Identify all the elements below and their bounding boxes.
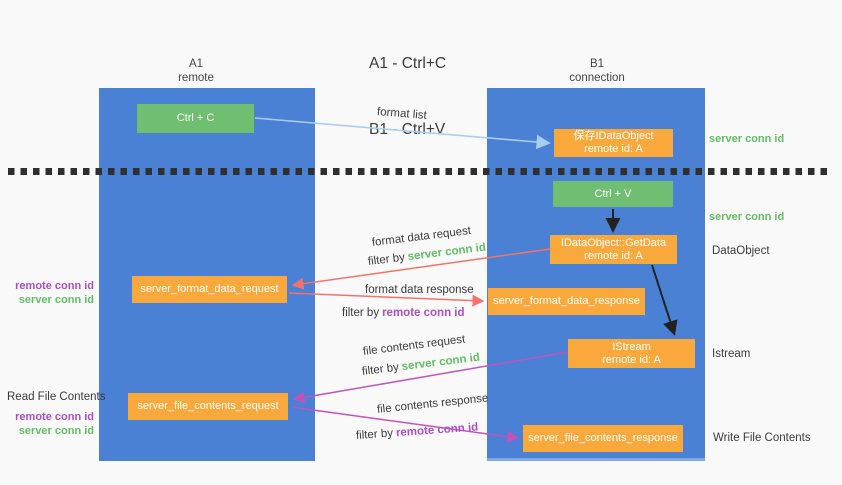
left-remote-conn-id-2: remote conn id <box>15 411 94 423</box>
node-istream-line2: remote id: A <box>602 353 661 366</box>
node-server-file-contents-request: server_file_contents_request <box>128 393 288 420</box>
node-server-format-data-request-label: server_format_data_request <box>140 283 279 295</box>
diagram-title: A1 - Ctrl+C B1 - Ctrl+V <box>369 9 446 185</box>
node-idataobject-getdata: IDataObject::GetData remote id: A <box>550 235 677 264</box>
node-istream: IStream remote id: A <box>568 339 695 368</box>
left-label-group-format: remote conn id server conn id <box>8 279 94 307</box>
server-conn-id-text-2: server conn id <box>401 351 481 374</box>
remote-conn-id-text-1: remote conn id <box>382 307 465 319</box>
right-label-server-conn-id-top: server conn id <box>709 133 785 145</box>
node-ctrl-v-label: Ctrl + V <box>594 187 632 200</box>
column-a1-id: A1 <box>188 58 204 70</box>
left-remote-conn-id-1: remote conn id <box>15 280 94 292</box>
filter-by-text-3: filter by <box>361 361 400 378</box>
node-istream-line1: IStream <box>612 340 651 353</box>
label-format-data-response: format data response <box>365 284 474 296</box>
node-server-file-contents-response-label: server_file_contents_response <box>528 432 678 444</box>
node-server-format-data-response: server_format_data_response <box>488 288 645 315</box>
left-label-read-file-contents: Read File Contents <box>7 391 106 403</box>
label-file-contents-response: file contents response <box>376 392 489 416</box>
left-server-conn-id-1: server conn id <box>18 294 94 306</box>
filter-by-text-2: filter by <box>342 307 380 319</box>
node-ctrl-c: Ctrl + C <box>137 104 254 133</box>
column-b1-name: connection <box>569 72 625 84</box>
node-save-idataobject: 保存IDataObject remote id: A <box>554 129 673 157</box>
right-label-istream: Istream <box>712 348 751 360</box>
node-ctrl-v: Ctrl + V <box>553 181 673 207</box>
right-label-dataobject: DataObject <box>712 245 770 257</box>
server-conn-id-text-1: server conn id <box>407 241 487 264</box>
node-server-file-contents-request-label: server_file_contents_request <box>137 400 279 412</box>
right-label-write-file-contents: Write File Contents <box>713 432 811 444</box>
title-line-1: A1 - Ctrl+C <box>369 55 447 72</box>
dotted-separator <box>8 168 830 175</box>
column-b1-id: B1 <box>589 58 605 70</box>
node-save-idataobject-line2: remote id: A <box>584 143 643 155</box>
node-server-file-contents-response: server_file_contents_response <box>523 425 683 452</box>
right-label-server-conn-id-mid: server conn id <box>709 211 785 223</box>
node-ctrl-c-label: Ctrl + C <box>176 112 215 124</box>
remote-conn-id-text-2: remote conn id <box>395 421 479 440</box>
node-idataobject-getdata-line1: IDataObject::GetData <box>560 236 667 249</box>
column-header-b1: B1 connection <box>547 57 647 85</box>
node-save-idataobject-line1: 保存IDataObject <box>573 130 654 142</box>
column-a1-name: remote <box>178 72 214 84</box>
title-line-2: B1 - Ctrl+V <box>369 121 446 138</box>
left-server-conn-id-2: server conn id <box>18 425 94 437</box>
node-server-format-data-request: server_format_data_request <box>132 276 287 303</box>
node-server-format-data-response-label: server_format_data_response <box>493 295 640 307</box>
node-idataobject-getdata-line2: remote id: A <box>584 249 643 262</box>
column-header-a1: A1 remote <box>146 57 246 85</box>
left-label-group-file: remote conn id server conn id <box>8 410 94 438</box>
filter-by-text-1: filter by <box>367 251 406 268</box>
filter-by-text-4: filter by <box>355 427 394 442</box>
